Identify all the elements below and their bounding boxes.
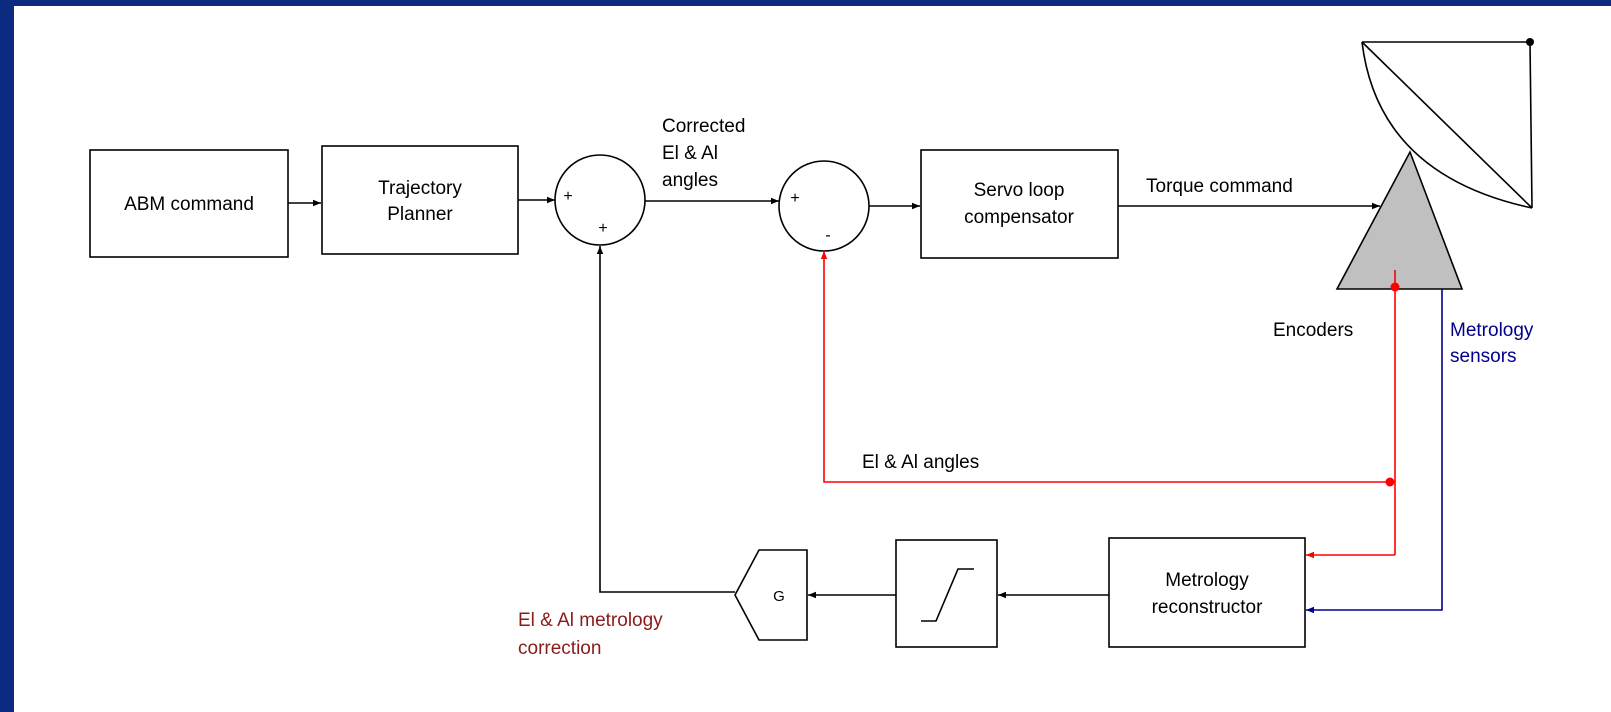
servo-label-line1: Servo loop — [974, 180, 1065, 201]
corrected-label-line1: Corrected — [662, 116, 745, 137]
corrected-label-line2: El & Al — [662, 143, 718, 164]
forward-path — [288, 196, 1380, 210]
correction-path — [596, 246, 1109, 599]
torque-command-label: Torque command — [1146, 176, 1293, 197]
gain-label: G — [773, 588, 785, 605]
encoders-label: Encoders — [1273, 320, 1353, 341]
el-al-angles-label: El & Al angles — [862, 452, 979, 473]
sum2-top-sign: + — [790, 190, 799, 207]
metrology-sensors-label-line2: sensors — [1450, 346, 1517, 367]
metrology-correction-label-line1: El & Al metrology — [518, 610, 663, 631]
encoder-path — [820, 251, 1400, 559]
gain-block: G — [734, 549, 808, 641]
servo-compensator-block: Servo loop compensator — [920, 149, 1119, 259]
metrology-correction-label-line2: correction — [518, 638, 601, 659]
metrology-reconstructor-line2: reconstructor — [1152, 597, 1264, 618]
sum1-bottom-sign: + — [598, 220, 607, 237]
abm-command-label: ABM command — [124, 194, 254, 215]
saturation-curve-icon — [921, 568, 974, 622]
metrology-reconstructor-line1: Metrology — [1165, 570, 1249, 591]
antenna-dish — [1361, 38, 1534, 209]
sum2-bottom-sign: - — [825, 227, 830, 244]
antenna-base — [1335, 150, 1464, 290]
diagram-canvas — [14, 6, 1611, 712]
corrected-label-line3: angles — [662, 170, 718, 191]
trajectory-planner-label-line1: Trajectory — [378, 178, 462, 199]
metrology-sensor-path — [1306, 289, 1443, 614]
metrology-reconstructor-block: Metrology reconstructor — [1108, 537, 1306, 648]
sum1-top-sign: + — [563, 188, 572, 205]
saturation-block — [895, 539, 998, 648]
trajectory-planner-label-line2: Planner — [387, 204, 453, 225]
servo-label-line2: compensator — [964, 207, 1075, 228]
metrology-sensors-label-line1: Metrology — [1450, 320, 1534, 341]
